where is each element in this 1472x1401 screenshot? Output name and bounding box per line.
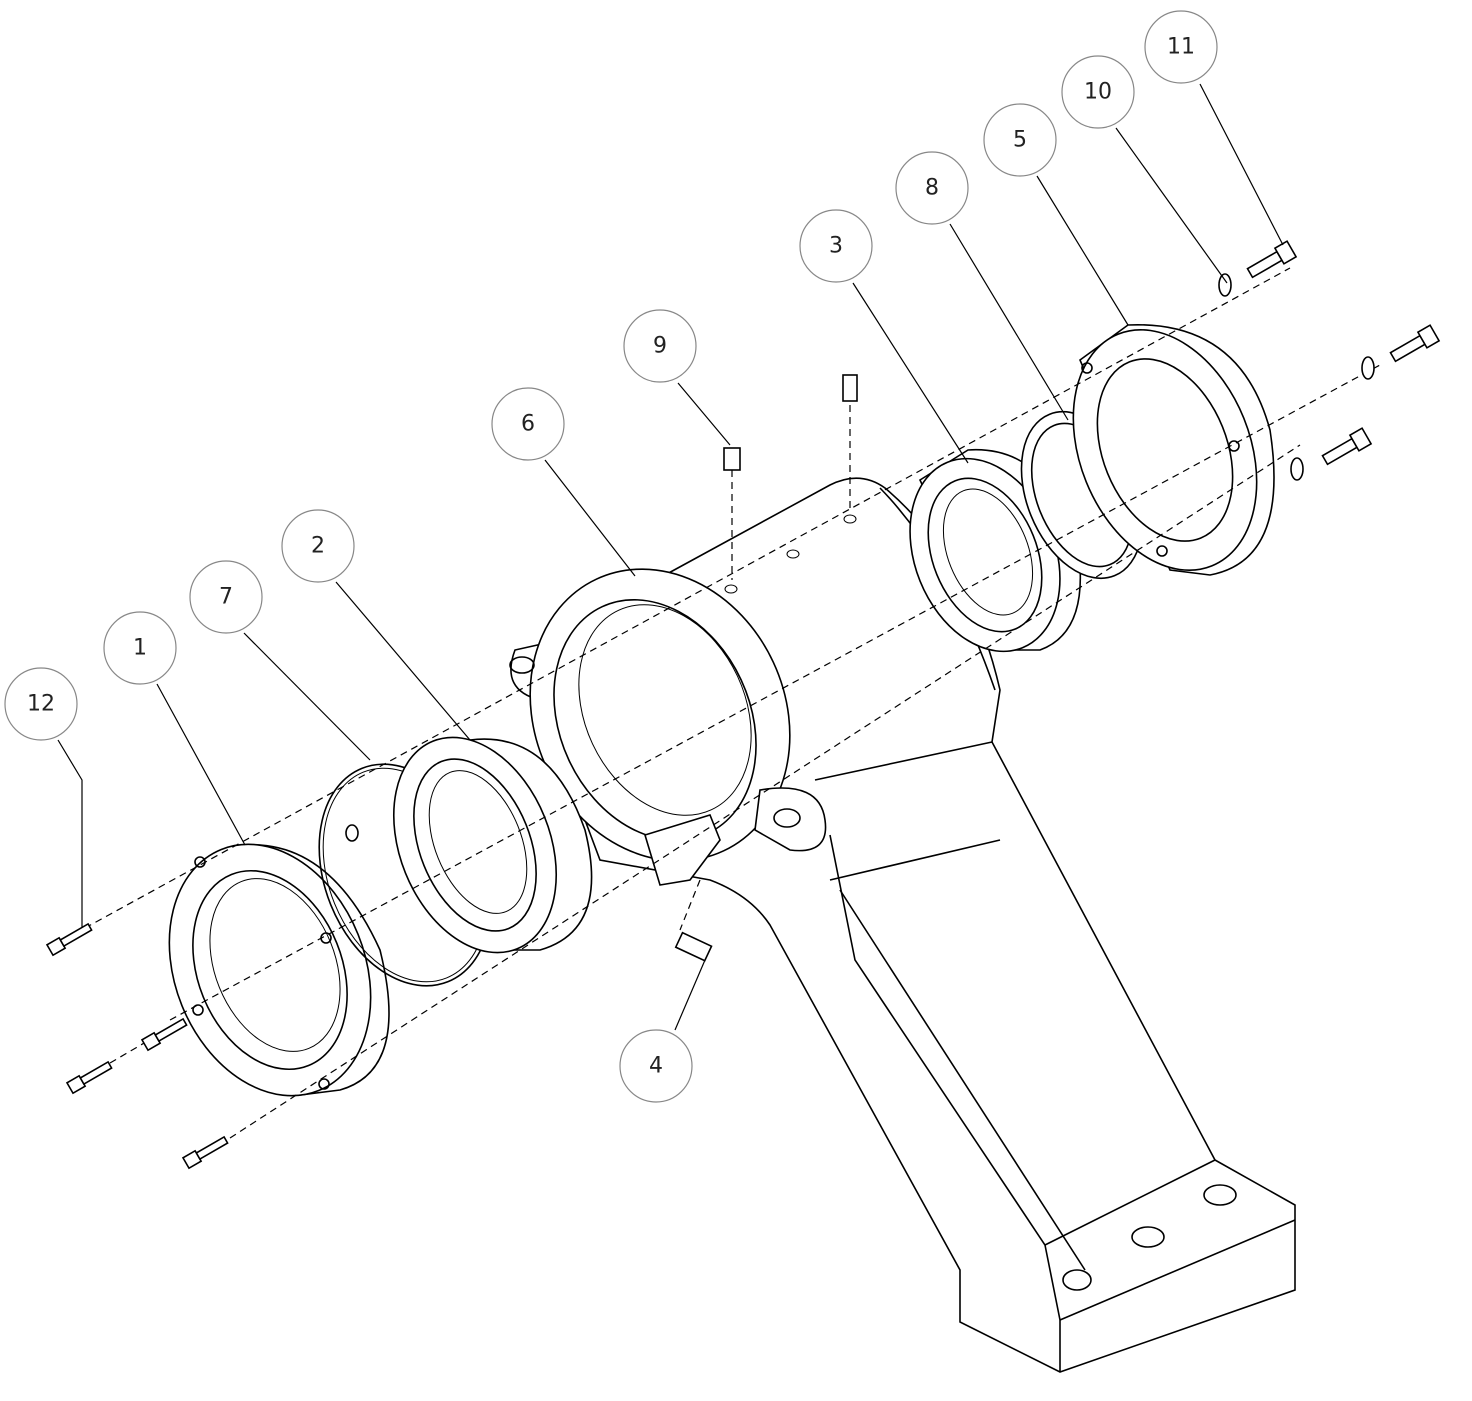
balloon-6: 6 [491,387,565,461]
socket-screws-12 [45,922,229,1170]
balloon-label: 11 [1167,35,1195,60]
balloon-10: 10 [1061,55,1135,129]
assembly-axes [84,267,1381,1139]
balloon-label: 6 [521,412,535,437]
balloon-5: 5 [983,103,1057,177]
hex-bolts-11 [1246,240,1441,466]
end-cover-5 [1072,324,1275,576]
balloon-4: 4 [619,1029,693,1103]
balloon-label: 2 [311,534,325,559]
washers-10 [1218,273,1375,481]
balloon-label: 8 [925,176,939,201]
balloon-label: 12 [27,692,55,717]
bearing-housing [509,477,1296,1373]
balloon-label: 5 [1013,128,1027,153]
balloon-label: 1 [133,636,147,661]
balloon-12: 12 [4,667,78,741]
balloon-2: 2 [281,509,355,583]
balloon-8: 8 [895,151,969,225]
balloon-label: 9 [653,334,667,359]
balloon-label: 4 [649,1054,663,1079]
grease-nipples [674,374,858,962]
balloon-label: 10 [1084,80,1112,105]
end-cover-1 [168,843,390,1097]
balloon-1: 1 [103,611,177,685]
balloon-9: 9 [623,309,697,383]
leader-lines [57,83,1284,1031]
balloon-11: 11 [1144,10,1218,84]
balloon-7: 7 [189,560,263,634]
roller-bearing-2 [392,736,593,954]
balloon-label: 7 [219,585,233,610]
balloon-3: 3 [799,209,873,283]
balloon-label: 3 [829,234,843,259]
